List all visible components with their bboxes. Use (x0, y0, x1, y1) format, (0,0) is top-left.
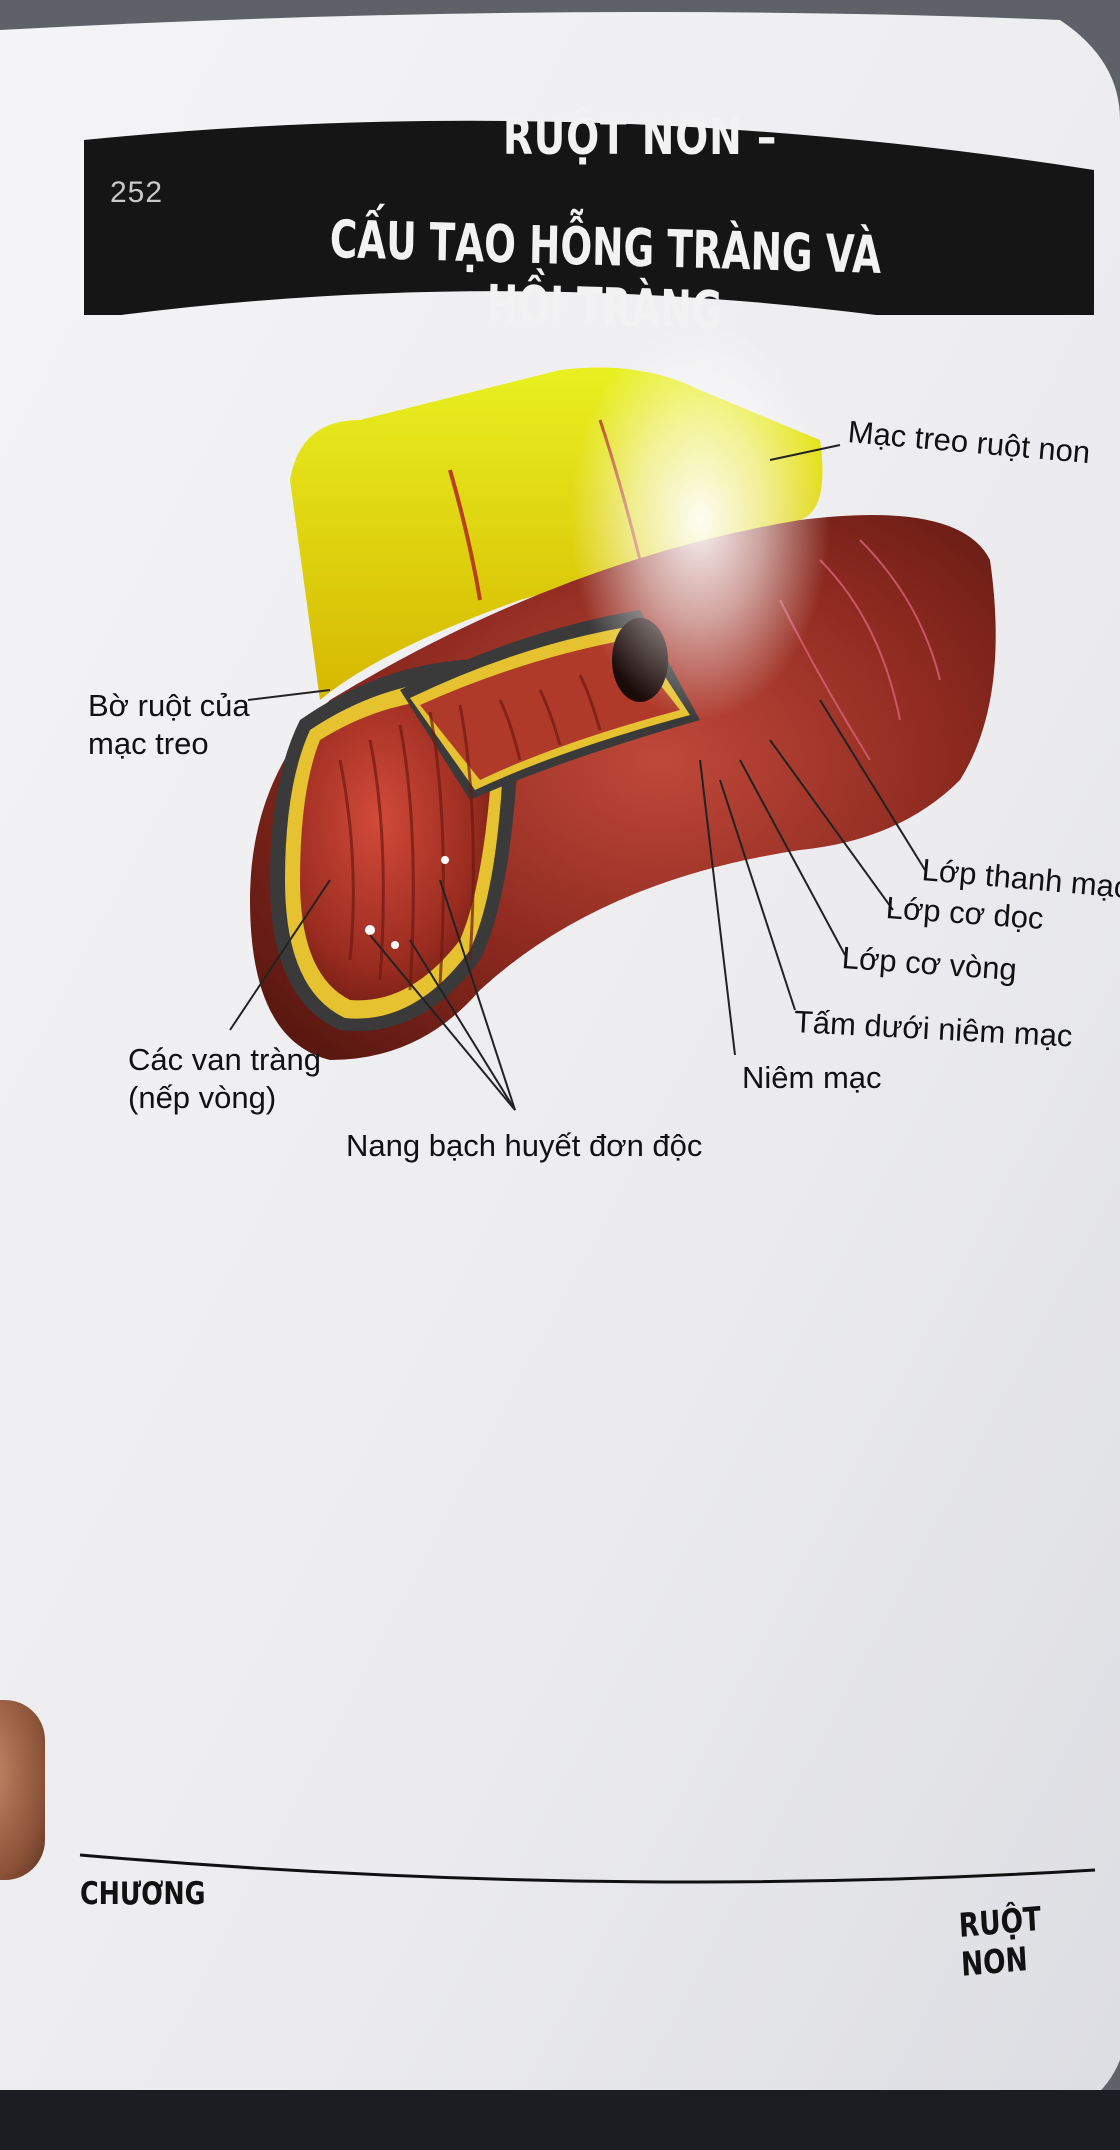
footer-chapter-title: RUỘT NON (957, 1898, 1043, 1984)
footer-chapter-label: CHƯƠNG (80, 1876, 206, 1912)
label-mesenteric-border-1: Bờ ruột của (88, 688, 250, 723)
label-mesenteric-border-2: mạc treo (88, 726, 209, 761)
photo-glare (570, 320, 830, 720)
header-bar (84, 120, 1094, 315)
label-circular-folds-2: (nếp vòng) (128, 1080, 277, 1115)
label-circular-folds-1: Các van tràng (128, 1042, 321, 1077)
page-number: 252 (110, 176, 164, 209)
mucosa-lumen (300, 698, 495, 1001)
page-title-line1: RUỘT NON – (502, 108, 778, 166)
label-mucosa: Niêm mạc (742, 1060, 882, 1095)
label-lymph-follicles: Nang bạch huyết đơn độc (346, 1128, 703, 1163)
finger-thumb (0, 1700, 45, 1880)
